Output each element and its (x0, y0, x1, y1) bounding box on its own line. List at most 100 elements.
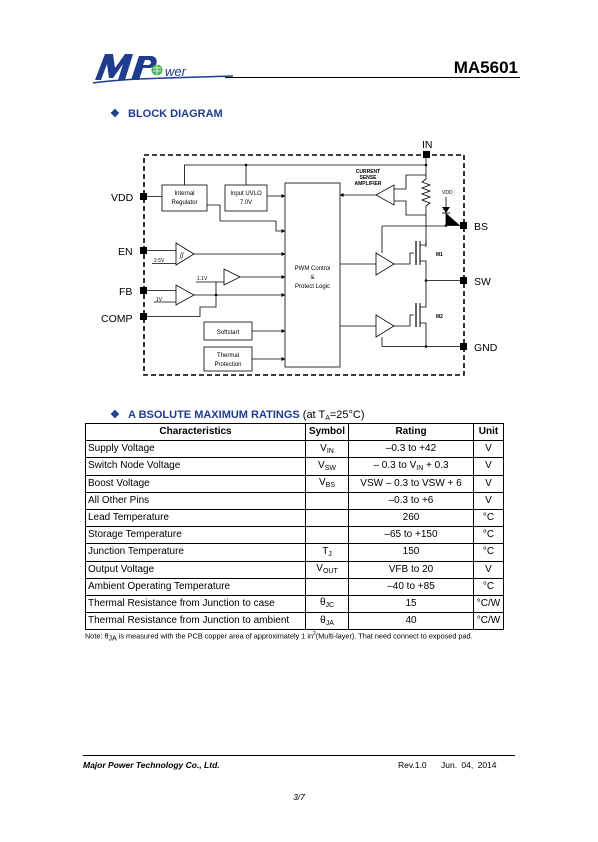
table-row: Thermal Resistance from Junction to ambi… (85, 612, 504, 631)
cell-characteristic: Thermal Resistance from Junction to ambi… (85, 612, 306, 631)
cell-unit: V (473, 491, 504, 510)
cell-rating: VSW – 0.3 to VSW + 6 (348, 474, 474, 493)
cell-unit: V (473, 457, 504, 476)
pin-label-gnd: GND (474, 342, 498, 354)
mpower-logo: wer (92, 54, 234, 84)
cell-rating: 150 (348, 543, 474, 562)
chip-boundary (143, 154, 465, 376)
cell-rating: 260 (348, 508, 474, 528)
cell-characteristic: Storage Temperature (85, 526, 306, 545)
col-header-unit: Unit (473, 422, 504, 442)
m1-label: M1 (436, 252, 443, 258)
revision-date: Jun. 04, 2014 (441, 760, 497, 770)
cell-symbol: TJ (305, 543, 349, 562)
current-sense-line3: AMPLIFIER (355, 181, 382, 187)
pin-label-vdd: VDD (111, 192, 134, 204)
cell-symbol (305, 508, 349, 528)
hysteresis-icon: ʃʃ (179, 253, 185, 259)
block-diagram-heading: ❖BLOCK DIAGRAM (110, 107, 223, 120)
regulator-line2: Regulator (171, 200, 197, 206)
label-1v: 1V (156, 297, 163, 303)
cell-characteristic: Lead Temperature (85, 508, 306, 528)
company-name: Major Power Technology Co., Ltd. (83, 760, 220, 770)
abs-max-condition: (at TA=25°C) (302, 409, 365, 422)
table-header-row: Characteristics Symbol Rating Unit (85, 422, 504, 442)
internal-regulator-block (161, 184, 208, 212)
label-1-1v: 1.1V (197, 276, 208, 282)
cell-rating: –0.3 to +6 (348, 491, 474, 510)
block-diagram: IN VDD EN FB COMP BS SW GND Internal Reg… (101, 139, 498, 376)
cell-symbol (305, 577, 349, 596)
pin-in (423, 151, 430, 158)
pin-label-in: IN (422, 139, 433, 151)
pin-fb (140, 287, 147, 294)
current-sense-line1: CURRENT (356, 169, 380, 175)
pwm-line3: Protect Logic (295, 284, 330, 290)
cell-characteristic: Junction Temperature (85, 543, 306, 562)
col-header-symbol: Symbol (305, 422, 349, 442)
page-number: 3/7 (293, 792, 305, 802)
pin-comp (140, 313, 147, 320)
pin-sw (460, 277, 467, 284)
cell-rating: VFB to 20 (348, 560, 474, 579)
cell-rating: –0.3 to +42 (348, 440, 474, 459)
cell-symbol: VIN (305, 440, 349, 459)
cell-unit: °C (473, 543, 504, 562)
pwm-control-block (284, 182, 341, 368)
footer-rule (83, 755, 515, 756)
table-note: Note: θJA is measured with the PCB coppe… (85, 631, 473, 643)
abs-max-title: A BSOLUTE MAXIMUM RATINGS (128, 409, 300, 421)
pin-label-en: EN (118, 246, 133, 258)
cell-characteristic: Supply Voltage (85, 440, 306, 459)
cell-rating: –40 to +85 (348, 577, 474, 596)
cell-characteristic: Thermal Resistance from Junction to case (85, 594, 306, 614)
pwm-line2: & (310, 275, 314, 281)
table-row: Ambient Operating Temperature –40 to +85°… (85, 577, 504, 596)
vdd-small-label: VDD (442, 190, 453, 196)
thermal-line1: Thermal (217, 353, 239, 359)
cell-unit: °C (473, 526, 504, 545)
revision: Rev.1.0 (398, 760, 427, 770)
cell-symbol: θJC (305, 594, 349, 614)
cell-unit: °C/W (473, 594, 504, 614)
cell-unit: °C (473, 508, 504, 528)
softstart-label: Softstart (217, 330, 240, 336)
block-diagram-title: BLOCK DIAGRAM (128, 108, 223, 120)
pin-gnd (460, 343, 467, 350)
abs-max-ratings-table: Characteristics Symbol Rating Unit Suppl… (85, 422, 504, 631)
table-row: Storage Temperature–65 to +150°C (85, 526, 504, 545)
cell-unit: V (473, 440, 504, 459)
pin-bs (460, 222, 467, 229)
cell-symbol: VBS (305, 474, 349, 493)
cell-characteristic: Ambient Operating Temperature (85, 577, 306, 596)
pin-label-sw: SW (474, 276, 491, 288)
svg-text:wer: wer (165, 64, 187, 79)
cell-unit: °C/W (473, 612, 504, 631)
part-number: MA5601 (453, 58, 518, 77)
cell-unit: V (473, 474, 504, 493)
cell-symbol (305, 526, 349, 545)
uvlo-line2: 7.0V (240, 200, 252, 206)
cell-rating: 40 (348, 612, 474, 631)
current-sense-line2: SENSE (360, 175, 378, 181)
cell-symbol (305, 491, 349, 510)
pin-en (140, 247, 147, 254)
col-header-characteristics: Characteristics (85, 422, 306, 442)
pin-label-comp: COMP (101, 313, 133, 325)
cell-rating: – 0.3 to VIN + 0.3 (348, 457, 474, 476)
abs-max-heading: ❖A BSOLUTE MAXIMUM RATINGS (at TA=25°C) (110, 408, 365, 422)
regulator-line1: Internal (174, 191, 194, 197)
uvlo-line1: Input UVLO (230, 191, 262, 197)
table-row: Thermal Resistance from Junction to case… (85, 594, 504, 614)
cell-unit: V (473, 560, 504, 579)
cell-characteristic: All Other Pins (85, 491, 306, 510)
cell-characteristic: Switch Node Voltage (85, 457, 306, 476)
uvlo-block (224, 184, 268, 212)
cell-unit: °C (473, 577, 504, 596)
label-2-5v: 2.5V (154, 258, 165, 264)
